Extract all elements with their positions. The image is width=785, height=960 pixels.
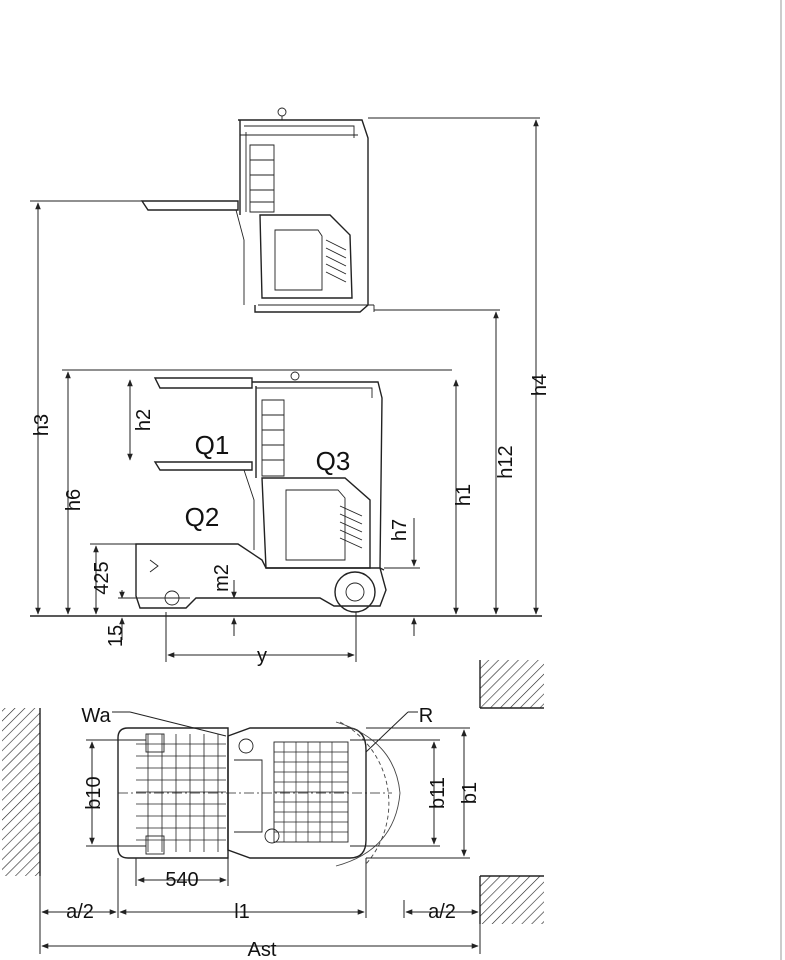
wall-left [2,708,40,876]
lowered-truck [135,371,387,613]
label-15: 15 [105,625,127,647]
label-R: R [419,705,433,727]
label-h6: h6 [63,489,85,511]
label-b11: b11 [427,777,449,809]
label-y: y [257,645,267,667]
label-h4: h4 [529,374,551,396]
label-h2: h2 [133,409,155,431]
label-b10: b10 [83,776,105,809]
label-h12: h12 [495,445,517,478]
label-Q3: Q3 [316,446,351,476]
label-540: 540 [165,869,198,891]
label-Wa: Wa [81,705,111,727]
label-Q2: Q2 [185,502,220,532]
wall-top-right [480,660,544,708]
label-h3: h3 [31,414,53,436]
wall-bottom-right [480,876,544,924]
label-h1: h1 [453,484,475,506]
label-h7: h7 [389,519,411,541]
label-Ast: Ast [248,939,277,960]
label-m2: m2 [211,564,233,592]
top-view [2,660,544,954]
label-a2-left: a/2 [66,901,94,923]
label-425: 425 [91,561,113,594]
label-a2-right: a/2 [428,901,456,923]
side-dimensions [30,117,540,662]
label-b1: b1 [459,782,481,804]
label-Q1: Q1 [195,430,230,460]
label-l1: l1 [234,901,250,923]
raised-truck [140,107,375,313]
dimension-labels: h3 h6 h2 425 15 m2 y h1 h7 h12 h4 Q1 Q2 … [31,374,551,960]
